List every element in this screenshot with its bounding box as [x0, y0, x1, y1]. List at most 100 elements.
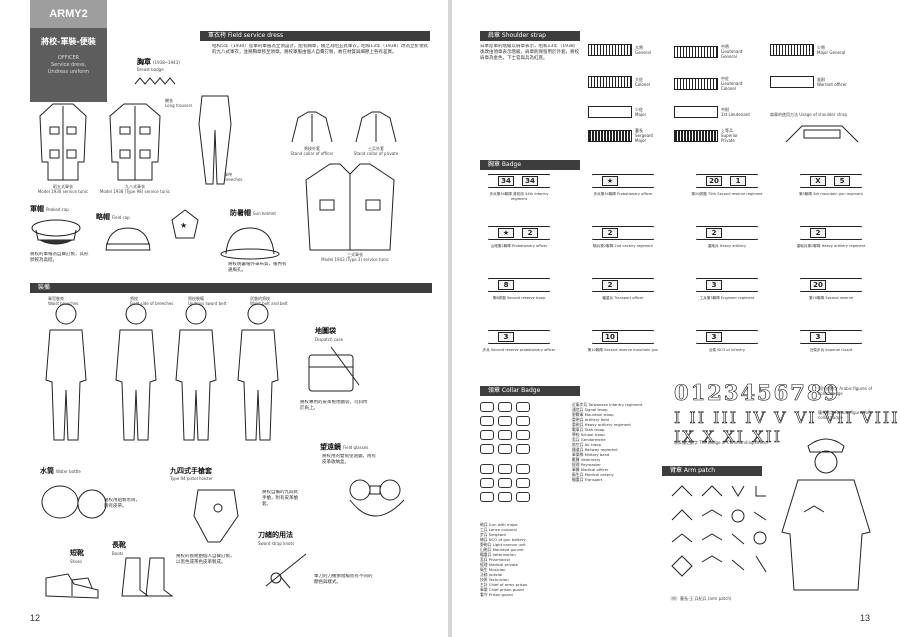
- officer-collar-illustration: [291, 111, 333, 143]
- unit-badge: 2: [800, 226, 862, 246]
- sword-strap-illustration: [265, 553, 307, 589]
- holster-label: 九四式手槍套: [170, 467, 212, 475]
- left-page: ARMY2 將校-軍裝-便裝 OFFICER Service dress, Un…: [0, 0, 448, 637]
- badge-caption: 第8師團 Second reserve troop: [492, 296, 546, 300]
- unit-badge: 20: [800, 278, 862, 298]
- svg-text:★: ★: [180, 221, 187, 230]
- canteen-illustration: [41, 485, 107, 519]
- badge-caption: 山砲第2聯隊 Probationary officer: [490, 244, 548, 248]
- badge-mark: 10: [602, 332, 618, 342]
- badge-mark: 20: [706, 176, 722, 186]
- breast-badge-sub: Breast badge: [137, 67, 164, 72]
- collar-icon: [516, 402, 530, 412]
- unit-badge: 10: [592, 330, 654, 350]
- badge-caption: 重砲兵第2聯隊 Heavy artillery regiment: [796, 244, 866, 248]
- unit-badge: 2: [696, 226, 758, 246]
- map-case-label: 地圖袋: [315, 327, 336, 335]
- collar-badge-header: 領章 Collar Badge: [480, 386, 580, 396]
- badge-caption: 第10聯隊 Second reserve mountain gun: [587, 348, 659, 352]
- badge-mark: 2: [602, 228, 618, 238]
- badge-mark: 2: [522, 228, 538, 238]
- collar-icon: [516, 464, 530, 474]
- collar-icon: [480, 416, 494, 426]
- m30-tunic-illustration: [39, 103, 87, 181]
- collar-icon: [516, 416, 530, 426]
- holster-text: 將校自備的九四式手槍，附有皮革槍套。: [262, 490, 298, 507]
- badge-mark: 2: [602, 280, 618, 290]
- officer-figure-3: [175, 303, 217, 441]
- badge-mark: 5: [834, 176, 850, 186]
- holster-en: Type 94 pistol holster: [170, 476, 213, 481]
- arabic-numerals-caption: 阿拉伯數字 Arabic figures of collar badge: [818, 386, 873, 396]
- roman-numerals: I II III IV V VI VII VIII IX X XI XII: [674, 408, 900, 447]
- badge-mark: 3: [706, 280, 722, 290]
- collar-icon: [480, 464, 494, 474]
- shoulder-strap-text: 日本陸軍的階級以肩章表示，昭和13年（1938）後改由領章表示階級，肩章則保留用…: [480, 44, 579, 61]
- badge-caption: 重砲兵 Heavy artillery: [707, 244, 747, 248]
- collar-icon: [480, 444, 494, 454]
- collar-icon: [498, 416, 512, 426]
- unit-badge: ★: [592, 174, 654, 194]
- right-page: 肩章 Shoulder strap 日本陸軍的階級以肩章表示，昭和13年（193…: [452, 0, 900, 637]
- collar-icon: [498, 464, 512, 474]
- collar-icon: [498, 402, 512, 412]
- boots-label: 長靴: [112, 541, 126, 549]
- badge-caption: 步兵第34聯隊 Probationary officer: [593, 192, 653, 196]
- badge-mark: ★: [602, 176, 618, 186]
- field-dress-text: 昭和5年（1930）陸軍的軍服為立領設計，配有胸章，稱之為昭五式軍衣。昭和13年…: [212, 44, 428, 55]
- collar-icon: [516, 478, 530, 488]
- binocular-illustration: [349, 479, 405, 517]
- page-gutter: [448, 0, 452, 637]
- collar-icon: [498, 444, 512, 454]
- strap-usage-illustration: [785, 125, 859, 143]
- badge-caption: 輜重兵 Transport officer: [602, 296, 644, 300]
- numerals-note: 各兵種之數字 The badge of Commanding Officer: [674, 440, 769, 445]
- collar-icon-grid-1: [480, 402, 530, 454]
- badge-caption: 第5聯隊 5th mountain gun regiment: [799, 192, 863, 196]
- badge-mark: 2: [810, 228, 826, 238]
- soldier-arm-patch-illustration: [781, 438, 871, 591]
- chapter-title-block: 將校-軍裝-便裝 OFFICER Service dress, Undress …: [30, 28, 107, 102]
- binocular-text: 將校用的雙筒望遠鏡，附有皮革收納盒。: [322, 454, 376, 465]
- collar-icon: [480, 430, 494, 440]
- badge-mark: X: [810, 176, 826, 186]
- badge-caption: 近衛 NCO of infantry: [708, 348, 746, 352]
- collar-icon: [516, 430, 530, 440]
- shoes-label: 短靴: [70, 549, 84, 557]
- sword-strap-label: 刀緒的用法: [258, 531, 293, 539]
- badge-mark: 8: [498, 280, 514, 290]
- unit-badge: 2: [592, 226, 654, 246]
- series-tag: ARMY2: [30, 0, 107, 28]
- unit-badge: 3: [800, 330, 862, 350]
- badge-mark: 3: [498, 332, 514, 342]
- strap-usage-note: 肩章的使用方法 Usage of shoulder strap: [770, 112, 848, 117]
- khaki-cloth-icon: ★: [171, 209, 199, 239]
- field-cap-illustration: [105, 227, 151, 251]
- badge-mark: 2: [706, 228, 722, 238]
- collar-icon: [498, 430, 512, 440]
- map-case-text: 將校專用的皮革製地圖袋，可斜挎於肩上。: [300, 400, 368, 411]
- badge-caption: 近衛步兵 Imperial Guard: [809, 348, 853, 352]
- sword-strap-text: 軍刀的刀緒依階級而有不同的顏色與樣式。: [314, 574, 373, 585]
- holster-illustration: [193, 489, 239, 543]
- boots-en: Boots: [112, 551, 124, 556]
- m38-tunic-illustration: [109, 103, 161, 181]
- canteen-text: 將校用鋁製水筒，附有皮帶。: [104, 498, 140, 509]
- unit-badge: 2: [592, 278, 654, 298]
- badge-mark: 34: [498, 176, 514, 186]
- badge-mark: 3: [810, 332, 826, 342]
- unit-badge: ★2: [488, 226, 550, 246]
- unit-badge: 3: [488, 330, 550, 350]
